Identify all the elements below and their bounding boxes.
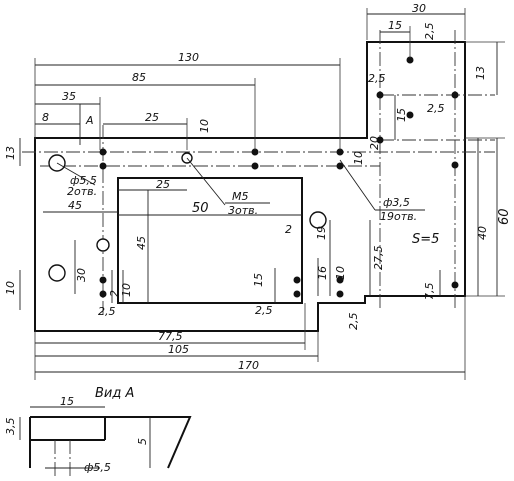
thread-size: M5: [232, 190, 249, 203]
dimension-labels: 130 85 35 8 25 30 15 2,5 13 2,5 2,5 15 1…: [4, 2, 512, 372]
dim-77-5: 77,5: [158, 330, 183, 343]
small-hole-size: ф3,5: [383, 196, 410, 209]
view-a-dim-15: 15: [60, 395, 74, 408]
dim-10-c: 10: [4, 281, 17, 295]
dim-2-5-d: 2,5: [98, 305, 116, 318]
dim-60: 60: [497, 208, 512, 225]
dim-2-a: 2: [108, 290, 121, 297]
dim-2-5-a: 2,5: [423, 23, 436, 41]
dim-50: 50: [192, 201, 209, 216]
dim-2-5-c: 2,5: [427, 102, 445, 115]
dimension-lines: [19, 8, 505, 380]
dim-13-r: 13: [474, 66, 487, 80]
dim-10-e: 10: [334, 266, 347, 280]
part-outline: [34, 41, 466, 332]
dim-15-r: 15: [395, 108, 408, 122]
view-a: Вид А 15 5 3,5 ф5,5: [4, 386, 192, 478]
dim-20: 20: [368, 136, 381, 150]
section-marker: А: [85, 114, 94, 127]
thickness-note: S=5: [412, 232, 439, 247]
view-a-dim-5: 5: [136, 438, 149, 445]
dim-45-v: 45: [135, 236, 148, 250]
dim-35: 35: [62, 90, 76, 103]
dim-13-l: 13: [4, 146, 17, 160]
dim-2-5-f: 2,5: [347, 313, 360, 331]
dim-2-b: 2: [285, 223, 292, 236]
dim-7-5: 7,5: [423, 283, 436, 301]
dim-10-b: 10: [352, 151, 365, 165]
dim-2-5-b: 2,5: [368, 72, 386, 85]
dim-30-v: 30: [75, 268, 88, 282]
view-a-title: Вид А: [95, 386, 134, 401]
notes: А ф5,5 2отв. M5 3отв. ф3,5 19отв. S=5: [67, 114, 439, 247]
large-hole-size: ф5,5: [70, 174, 97, 187]
hole-large-2: [48, 264, 66, 282]
dim-25-top: 25: [145, 111, 159, 124]
dim-30-top: 30: [412, 2, 426, 15]
centre-lines: [22, 30, 495, 315]
dim-19: 19: [315, 226, 328, 240]
view-a-hole-size: ф5,5: [84, 461, 111, 474]
dim-45-h: 45: [68, 199, 82, 212]
small-holes: [99, 56, 459, 298]
thread-count: 3отв.: [228, 204, 258, 217]
dim-27-5: 27,5: [372, 246, 385, 271]
dim-15-b: 15: [252, 273, 265, 287]
large-holes: [48, 154, 327, 282]
dim-10-a: 10: [198, 119, 211, 133]
dim-130: 130: [178, 51, 199, 64]
dim-40: 40: [476, 226, 489, 240]
dim-25-mid: 25: [156, 178, 170, 191]
small-hole-count: 19отв.: [380, 210, 417, 223]
dim-10-d: 10: [120, 283, 133, 297]
dim-15-top: 15: [388, 19, 402, 32]
dim-8: 8: [42, 111, 49, 124]
dim-170: 170: [238, 359, 259, 372]
large-hole-count: 2отв.: [67, 185, 97, 198]
dim-105: 105: [168, 343, 189, 356]
dim-2-5-e: 2,5: [255, 304, 273, 317]
thread-hole-2: [96, 238, 110, 252]
hole-large-3: [309, 211, 327, 229]
dim-16: 16: [316, 266, 329, 280]
view-a-dim-3-5: 3,5: [4, 418, 17, 436]
dim-85: 85: [132, 71, 146, 84]
